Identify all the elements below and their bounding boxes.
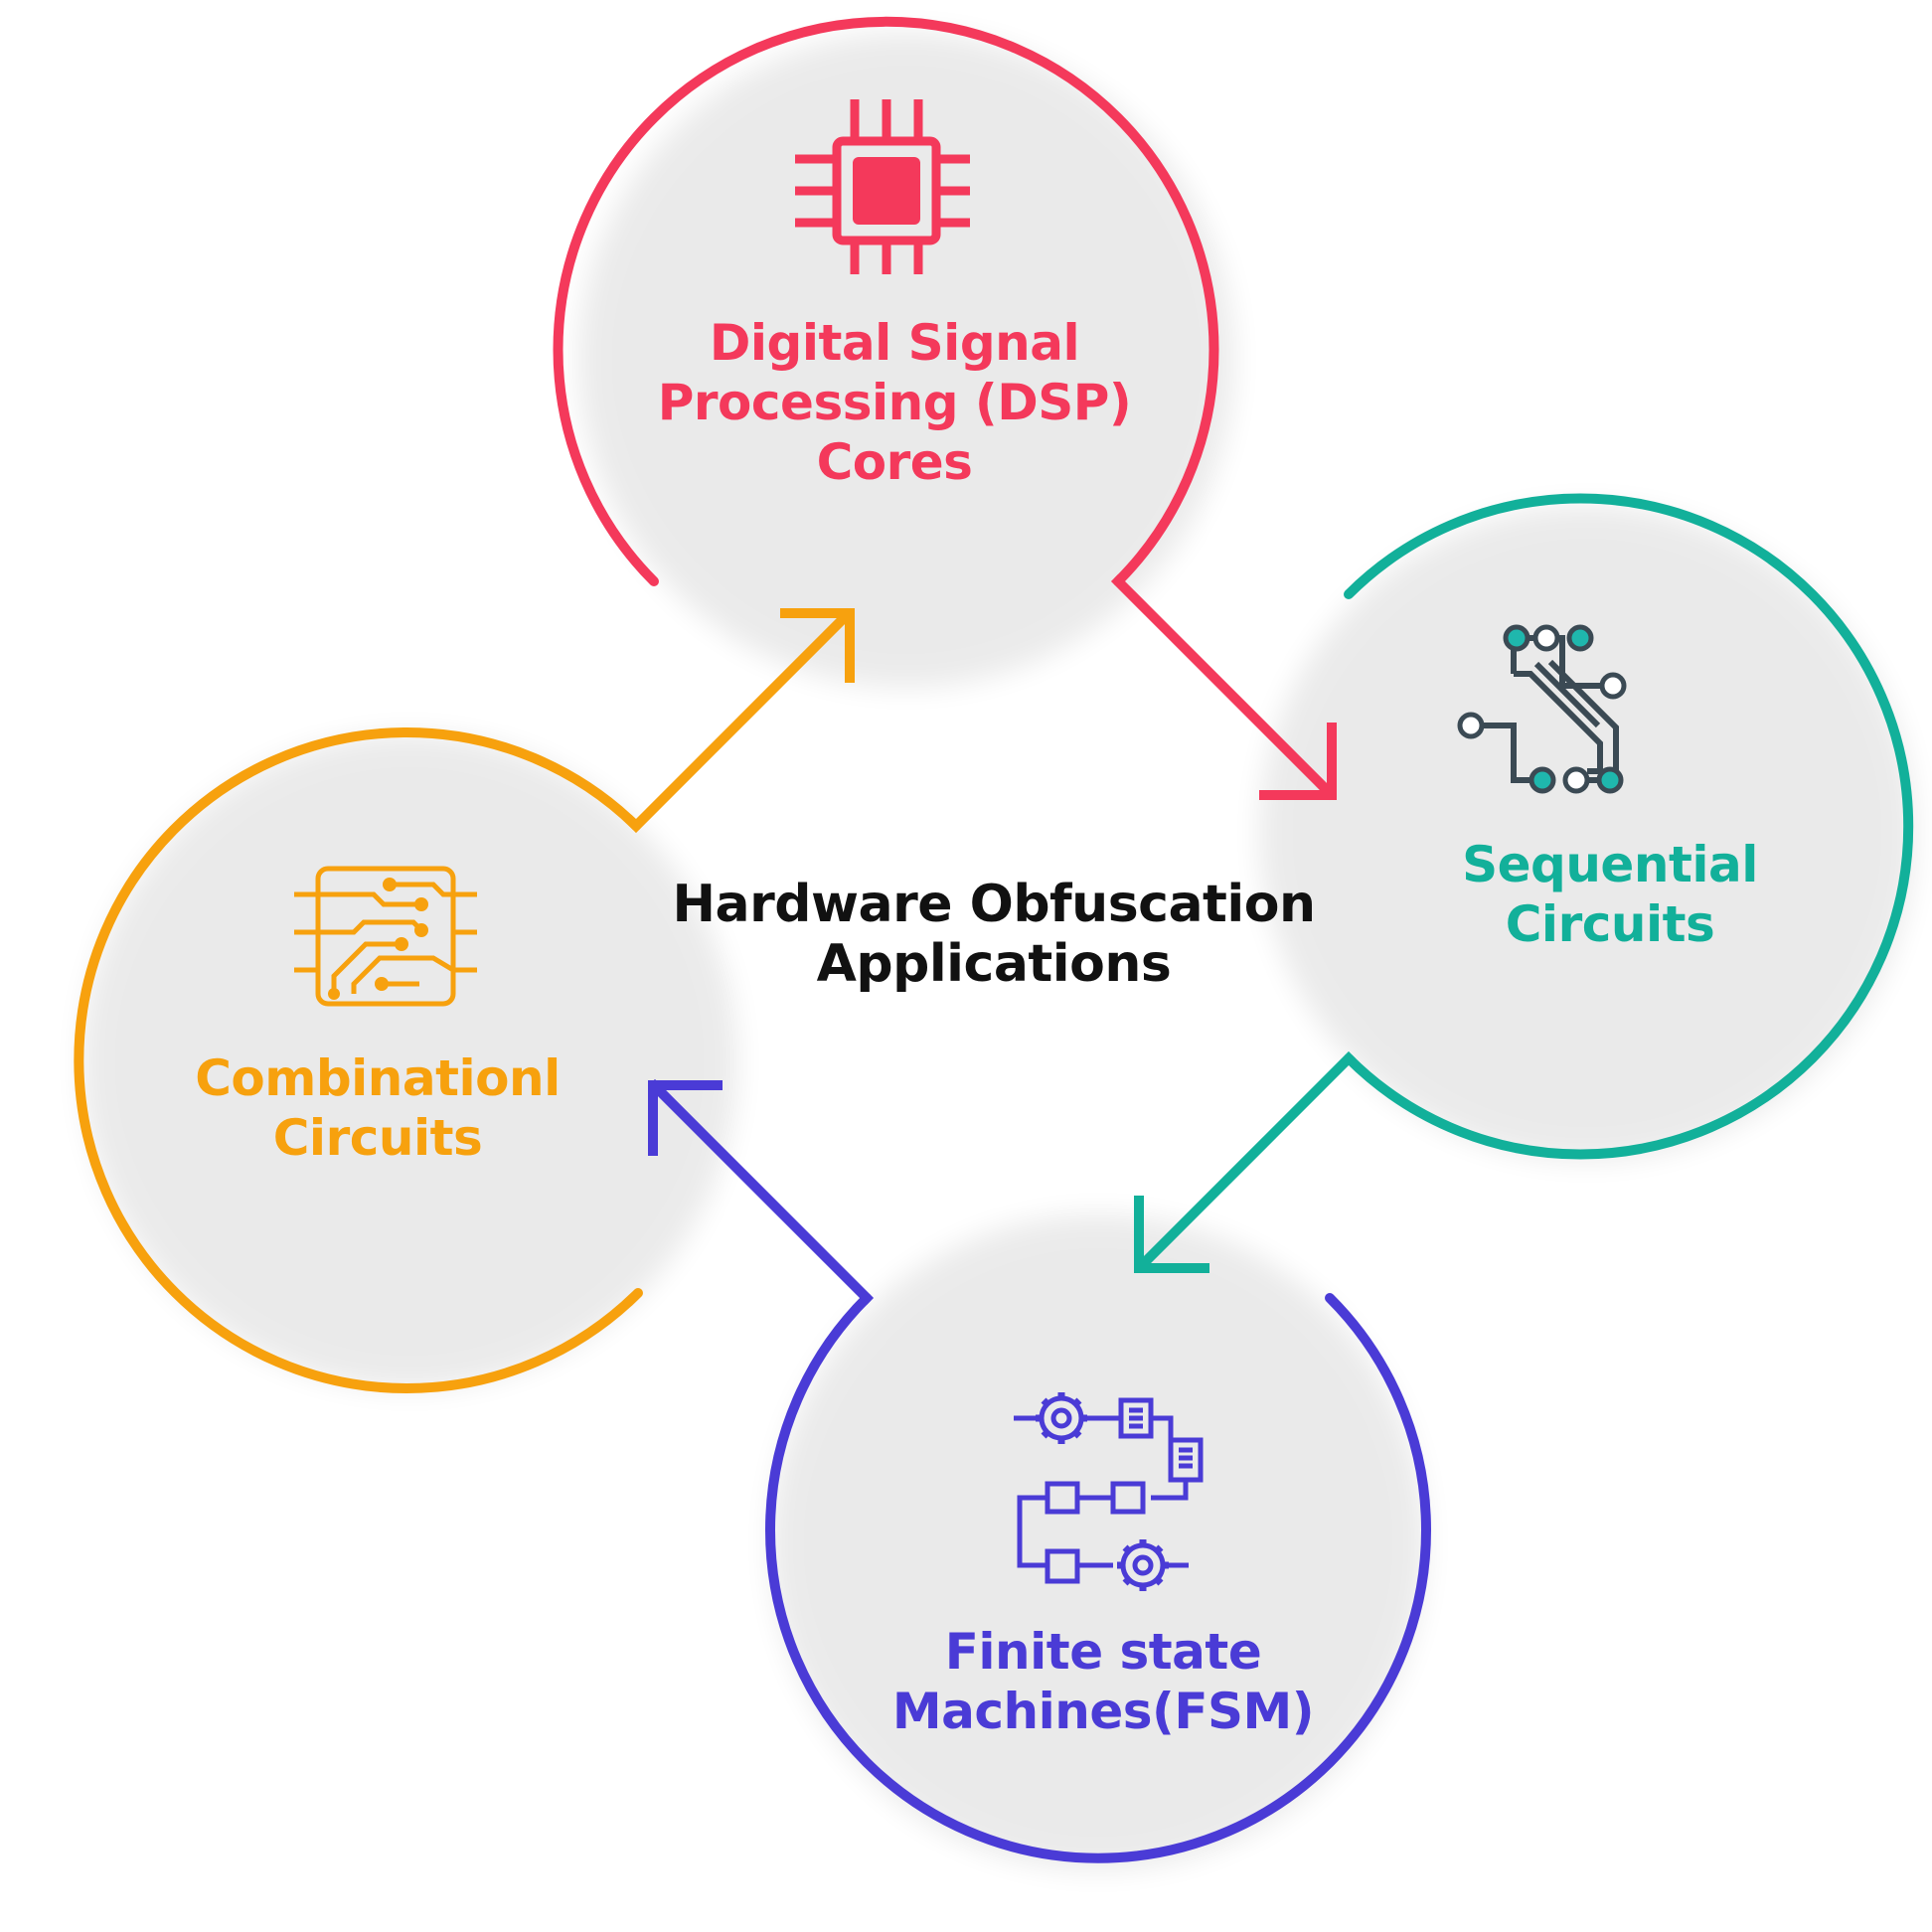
sequential-label: Sequential Circuits: [1391, 835, 1829, 954]
sequential-circle: [1344, 493, 1914, 1160]
circuit-traces-icon: [1457, 624, 1627, 794]
dsp-to-sequential-arrow: [1110, 573, 1338, 801]
combinational-label: Combinationl Circuits: [139, 1048, 616, 1168]
fsm-to-combinational-arrow: [647, 1078, 875, 1306]
fsm-label-line-2: Machines(FSM): [891, 1683, 1315, 1740]
sequential-to-fsm-arrow: [1133, 1050, 1357, 1274]
combinational-label-line-2: Circuits: [272, 1109, 483, 1167]
center-title: Hardware Obfuscation Applications: [557, 875, 1431, 994]
dsp-label-line-3: Cores: [816, 433, 973, 491]
cpu-chip-icon: [795, 99, 970, 274]
dsp-label-line-1: Digital Signal: [709, 314, 1080, 372]
dsp-label: Digital Signal Processing (DSP) Cores: [576, 313, 1212, 492]
circuit-board-icon: [294, 866, 477, 1007]
fsm-label-line-1: Finite state: [944, 1623, 1262, 1681]
fsm-circle: [765, 1293, 1431, 1863]
dsp-label-line-2: Processing (DSP): [657, 374, 1132, 431]
combinational-circle: [74, 726, 643, 1393]
circle-shadows: [81, 32, 1915, 1870]
center-title-line-2: Applications: [816, 934, 1172, 994]
dsp-circle: [553, 16, 1219, 586]
fsm-label: Finite state Machines(FSM): [815, 1622, 1391, 1741]
center-title-line-1: Hardware Obfuscation: [672, 875, 1316, 934]
combinational-label-line-1: Combinationl: [195, 1049, 561, 1107]
sequential-label-line-2: Circuits: [1505, 895, 1715, 953]
combinational-to-dsp-arrow: [628, 607, 855, 834]
flowchart-gears-icon: [1014, 1392, 1204, 1591]
sequential-label-line-1: Sequential: [1462, 836, 1758, 893]
